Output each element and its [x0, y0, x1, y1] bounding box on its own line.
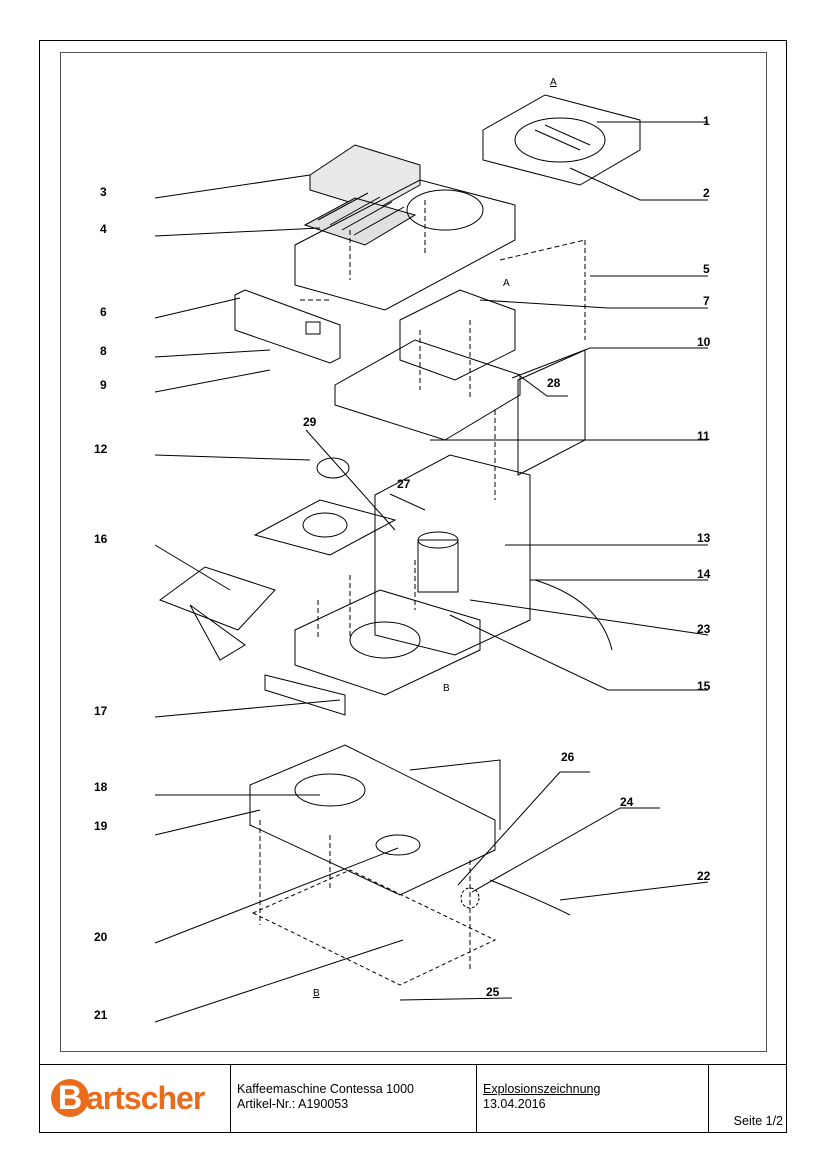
drawing-area — [60, 52, 767, 1052]
callout-12: 12 — [94, 442, 108, 456]
drawing-sheet — [39, 40, 787, 1133]
doc-cell: Explosionszeichnung 13.04.2016 — [477, 1065, 709, 1133]
callout-6: 6 — [100, 305, 107, 319]
view-label-b: B — [313, 988, 320, 999]
callout-19: 19 — [94, 819, 108, 833]
logo-cell: B artscher — [39, 1065, 231, 1133]
callout-11: 11 — [697, 429, 710, 443]
callout-15: 15 — [697, 679, 711, 693]
callout-8: 8 — [100, 344, 107, 358]
callout-1: 1 — [703, 114, 710, 128]
page-number: Seite 1/2 — [733, 1114, 783, 1128]
callout-21: 21 — [94, 1008, 108, 1022]
logo-initial: B — [51, 1079, 89, 1117]
callout-3: 3 — [100, 185, 107, 199]
article-number: Artikel-Nr.: A190053 — [237, 1097, 349, 1111]
title-block: B artscher Kaffeemaschine Contessa 1000 … — [39, 1064, 787, 1133]
arrow-label-b: B — [443, 683, 450, 694]
callout-20: 20 — [94, 930, 108, 944]
page-cell: Seite 1/2 — [709, 1065, 787, 1133]
callout-27: 27 — [397, 477, 411, 491]
arrow-label-a: A — [503, 278, 510, 289]
product-cell: Kaffeemaschine Contessa 1000 Artikel-Nr.… — [231, 1065, 477, 1133]
callout-25: 25 — [486, 985, 500, 999]
callout-24: 24 — [620, 795, 634, 809]
callout-5: 5 — [703, 262, 710, 276]
doc-type: Explosionszeichnung — [483, 1082, 601, 1096]
callout-18: 18 — [94, 780, 108, 794]
callout-23: 23 — [697, 622, 711, 636]
callout-13: 13 — [697, 531, 711, 545]
callout-28: 28 — [547, 376, 561, 390]
doc-date: 13.04.2016 — [483, 1097, 546, 1111]
callout-17: 17 — [94, 704, 108, 718]
view-label-a: A — [550, 77, 557, 88]
callout-29: 29 — [303, 415, 317, 429]
callout-4: 4 — [100, 222, 107, 236]
bartscher-logo: B artscher — [51, 1079, 205, 1117]
logo-wordmark: artscher — [86, 1079, 205, 1116]
callout-14: 14 — [697, 567, 711, 581]
product-name: Kaffeemaschine Contessa 1000 — [237, 1082, 414, 1096]
callout-22: 22 — [697, 869, 711, 883]
callout-2: 2 — [703, 186, 710, 200]
callout-9: 9 — [100, 378, 107, 392]
callout-10: 10 — [697, 335, 711, 349]
callout-7: 7 — [703, 294, 710, 308]
callout-16: 16 — [94, 532, 108, 546]
callout-26: 26 — [561, 750, 575, 764]
